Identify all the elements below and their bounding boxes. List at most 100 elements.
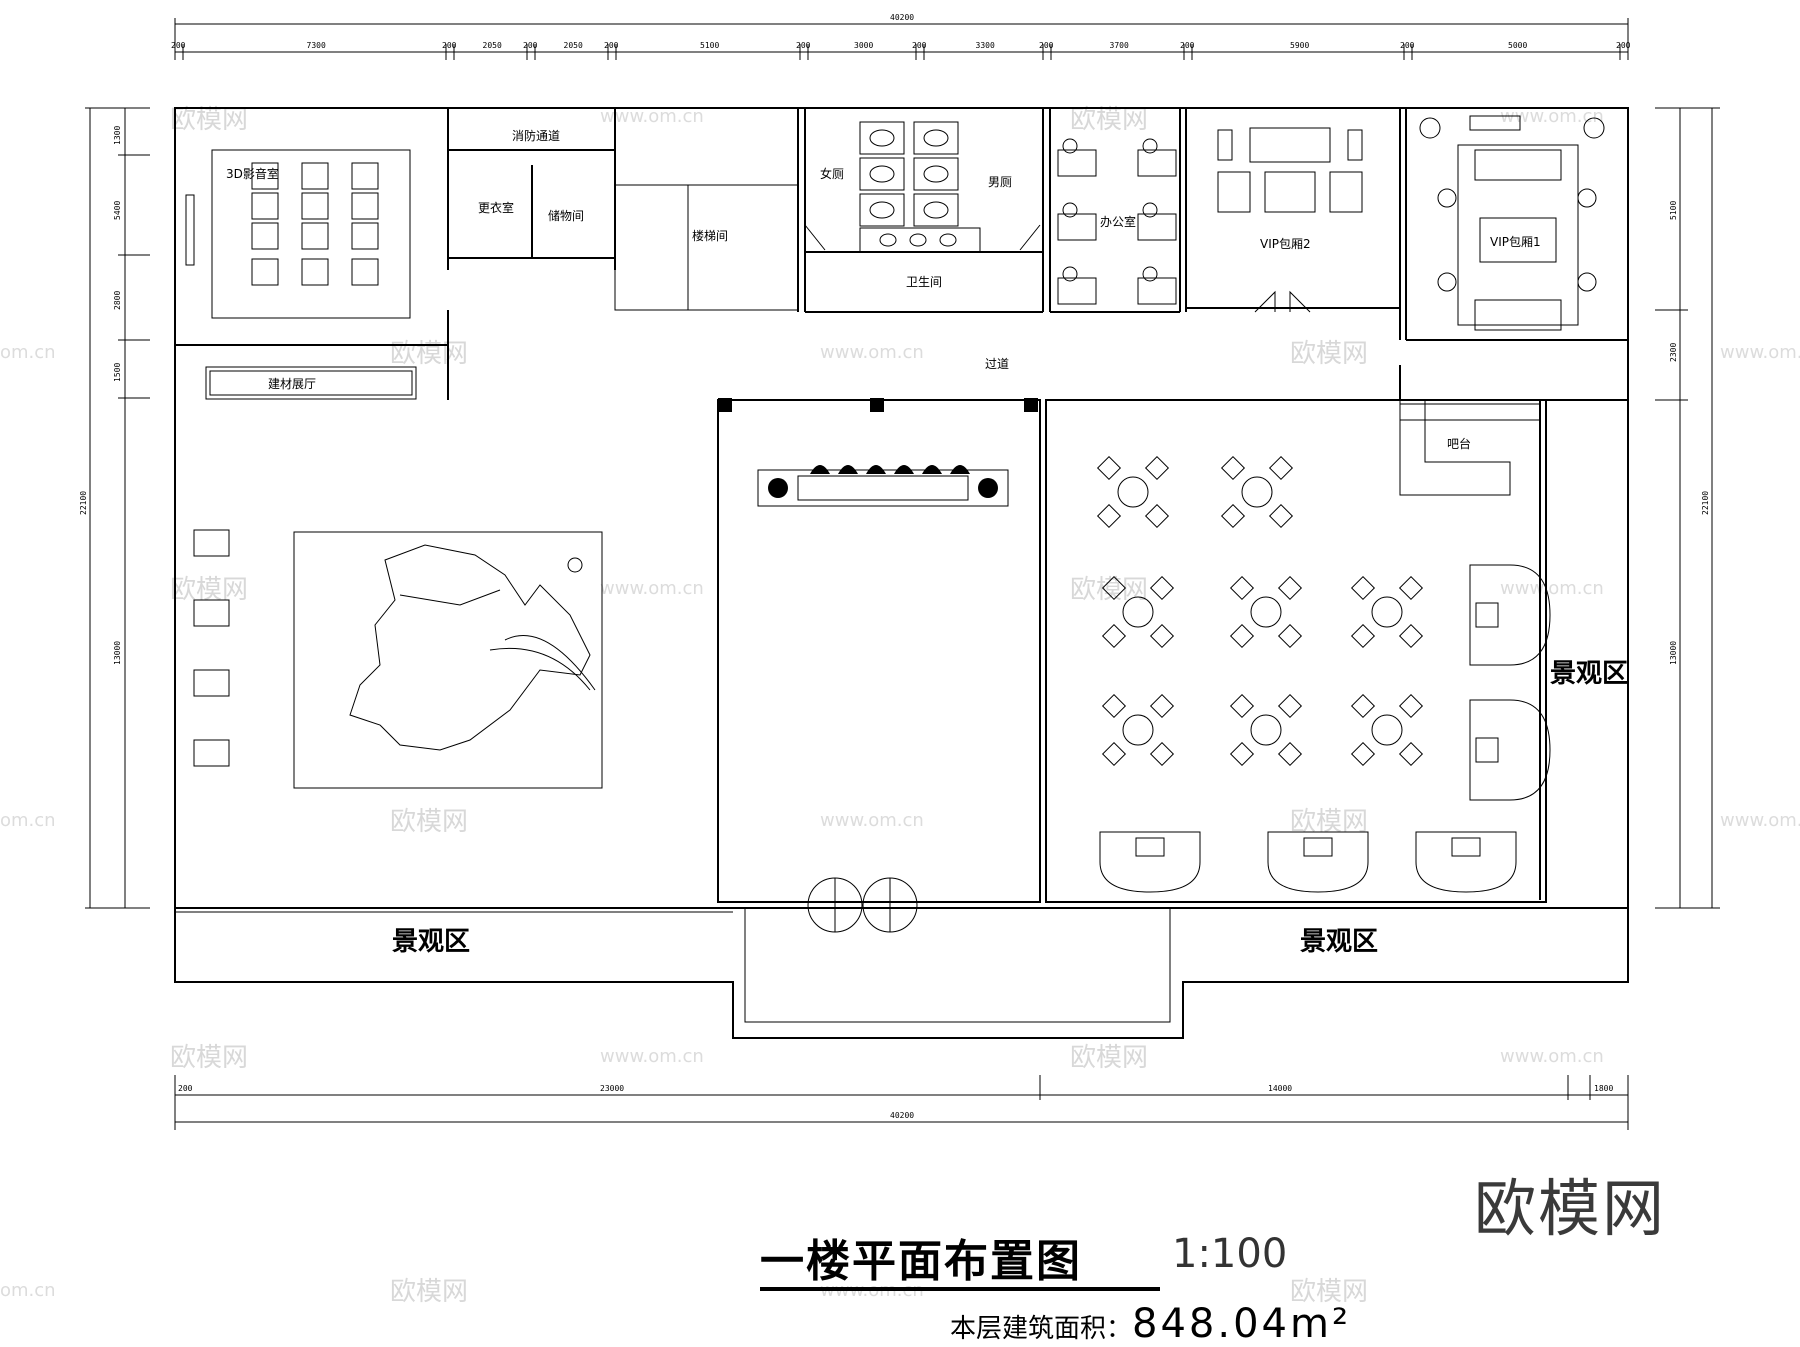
dining-chair	[1096, 455, 1122, 481]
label-cinema: 3D影音室	[226, 166, 279, 181]
dim-bottom-seg: 200	[178, 1084, 193, 1093]
cinema-room	[185, 149, 411, 319]
stage-seats	[810, 465, 970, 474]
cinema-seat	[351, 222, 379, 250]
wc-stall	[859, 193, 905, 227]
toilet-bowl	[923, 201, 949, 219]
dim-top-seg: 200	[1400, 41, 1415, 50]
watermark-brand: 欧模网	[170, 1043, 248, 1073]
label-changing: 更衣室	[478, 200, 514, 215]
dining-area	[1096, 455, 1551, 893]
dim-right-total: 22100	[1701, 491, 1710, 515]
label-showroom: 建材展厅	[268, 377, 316, 391]
dining-chair	[1220, 503, 1246, 529]
dim-left-seg: 5400	[113, 201, 122, 220]
office-chair	[1062, 138, 1078, 154]
label-office: 办公室	[1100, 214, 1136, 229]
area-label: 本层建筑面积：	[950, 1314, 1133, 1344]
title-underline	[760, 1287, 1160, 1291]
dining-chair	[1144, 503, 1170, 529]
dim-top-seg: 200	[523, 41, 538, 50]
cinema-seat	[301, 162, 329, 190]
watermark-url: www.om.cn	[820, 810, 924, 831]
office-desk	[1137, 213, 1177, 241]
watermark-brand: 欧模网	[1070, 105, 1148, 135]
dining-chair	[1101, 575, 1127, 601]
label-vip1: VIP包厢1	[1490, 235, 1541, 249]
plan-title: 一楼平面布置图	[760, 1236, 1082, 1287]
terrace	[174, 908, 1629, 1039]
watermark-brand: 欧模网	[1290, 1277, 1368, 1307]
dim-left-seg: 1500	[113, 363, 122, 382]
watermark-brand: 欧模网	[1070, 1043, 1148, 1073]
stage-seat	[838, 465, 858, 474]
office-chair	[1142, 266, 1158, 282]
office-desk	[1137, 277, 1177, 305]
dim-top-seg: 200	[912, 41, 927, 50]
dining-chair	[1101, 623, 1127, 649]
label-landscape-se: 景观区	[1300, 927, 1378, 957]
label-corridor: 过道	[985, 357, 1009, 371]
label-vip2: VIP包厢2	[1260, 237, 1311, 251]
watermark-brand: 欧模网	[1070, 575, 1148, 605]
entrance-doors	[807, 877, 918, 933]
wc-stall	[859, 121, 905, 155]
dining-chair	[1350, 741, 1376, 767]
watermark-url: www.om.cn	[820, 342, 924, 363]
watermark-brand: 欧模网	[170, 105, 248, 135]
booth-table	[1475, 602, 1499, 628]
wc-stall	[859, 157, 905, 191]
label-stairs: 楼梯间	[692, 228, 728, 243]
dim-top-seg: 2050	[483, 41, 502, 50]
dim-top-seg: 5000	[1508, 41, 1527, 50]
toilet-bowl	[869, 129, 895, 147]
watermark-brand: 欧模网	[390, 807, 468, 837]
dining-chair	[1350, 623, 1376, 649]
dim-top-seg: 3700	[1110, 41, 1129, 50]
dim-left-seg: 2800	[113, 291, 122, 310]
label-fire-passage: 消防通道	[512, 128, 560, 143]
cinema-seat	[351, 192, 379, 220]
dining-chair	[1229, 575, 1255, 601]
dining-chair	[1144, 455, 1170, 481]
dim-bottom-total: 40200	[890, 1111, 914, 1120]
stage	[718, 398, 1038, 507]
wc-stall	[913, 193, 959, 227]
cinema-seat	[301, 222, 329, 250]
booth-sofa	[1099, 831, 1201, 893]
office-furniture	[1057, 138, 1177, 305]
dim-bottom-seg: 1800	[1594, 1084, 1613, 1093]
area-value: 848.04m²	[1132, 1301, 1351, 1347]
dining-chair	[1350, 575, 1376, 601]
dim-top-seg: 200	[604, 41, 619, 50]
booth-table	[1475, 737, 1499, 763]
dining-chair	[1220, 455, 1246, 481]
watermark-url: www.om.cn	[1500, 578, 1604, 599]
booth-table	[1451, 837, 1481, 857]
watermark-url: www.om.cn	[1720, 810, 1800, 831]
toilet-bowl	[923, 129, 949, 147]
watermark-url: www.om.cn	[1500, 106, 1604, 127]
showroom-area	[193, 366, 603, 789]
office-desk	[1057, 213, 1097, 241]
office-desks	[1057, 138, 1177, 305]
office-chair	[1062, 266, 1078, 282]
booth-sofa	[1415, 831, 1517, 893]
dim-top-seg: 200	[442, 41, 457, 50]
dim-top-total: 40200	[890, 13, 914, 22]
vip2-sofa-set	[1217, 127, 1363, 313]
booth-sofa	[1267, 831, 1369, 893]
dining-chair	[1398, 693, 1424, 719]
dim-right-seg: 13000	[1669, 641, 1678, 665]
dim-left-total: 22100	[79, 491, 88, 515]
dining-table	[1241, 476, 1273, 508]
dining-table	[1250, 714, 1282, 746]
dining-chair	[1101, 693, 1127, 719]
cinema-seat	[351, 162, 379, 190]
watermark-brand: 欧模网	[390, 339, 468, 369]
dining-chair	[1398, 741, 1424, 767]
toilet-bowl	[869, 201, 895, 219]
toilet-bowl	[923, 165, 949, 183]
